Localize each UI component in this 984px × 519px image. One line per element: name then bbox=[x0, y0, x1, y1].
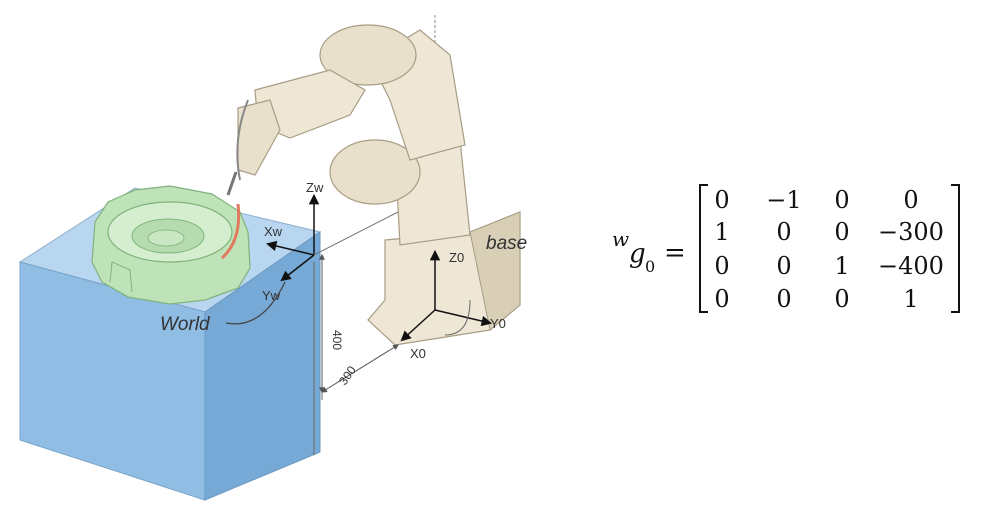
dim-400-label: 400 bbox=[330, 330, 344, 350]
matrix-row-4: 0 0 0 1 bbox=[714, 285, 918, 313]
base-frame: Z0 Y0 X0 base bbox=[400, 233, 527, 361]
matrix-cell: 0 bbox=[834, 285, 849, 313]
matrix-cell: 0 bbox=[714, 252, 729, 280]
matrix-row-1: 0 −1 0 0 bbox=[714, 186, 918, 214]
matrix-row-3: 0 0 1 −400 bbox=[714, 252, 944, 280]
matrix-cell: 0 bbox=[714, 186, 729, 214]
table-block bbox=[18, 187, 322, 501]
matrix-cell: −300 bbox=[878, 218, 944, 246]
eq-lhs-subscript: 0 bbox=[645, 257, 655, 276]
base-label: base bbox=[486, 233, 527, 254]
world-frame: Zw Xw Yw World bbox=[160, 180, 324, 335]
matrix-left-bracket bbox=[699, 184, 708, 313]
world-leader-line bbox=[225, 281, 286, 325]
world-x-axis bbox=[265, 240, 315, 256]
matrix-right-bracket bbox=[951, 184, 960, 313]
robot-base-side bbox=[469, 211, 521, 331]
matrix-cell: 1 bbox=[714, 218, 729, 246]
world-y-label: Yw bbox=[262, 288, 281, 303]
matrix-cell: −400 bbox=[878, 252, 944, 280]
matrix-cell: 0 bbox=[776, 252, 791, 280]
robot-cable bbox=[236, 99, 249, 181]
world-z-label: Zw bbox=[306, 180, 324, 195]
world-label: World bbox=[160, 314, 211, 335]
matrix-row-2: 1 0 0 −300 bbox=[714, 218, 944, 246]
dim-300-line bbox=[320, 344, 400, 393]
robot-shoulder bbox=[329, 139, 421, 205]
base-z-label: Z0 bbox=[449, 250, 464, 265]
base-y-axis bbox=[434, 309, 493, 327]
matrix-cell: 0 bbox=[834, 186, 849, 214]
dim-ext-line bbox=[313, 211, 399, 256]
base-y-label: Y0 bbox=[490, 316, 506, 331]
base-x-label: X0 bbox=[410, 346, 426, 361]
base-rotation-arc bbox=[444, 299, 471, 336]
matrix-cell: 1 bbox=[903, 285, 918, 313]
dim-300-label: 300 bbox=[336, 363, 359, 388]
feeder-bowl-center bbox=[147, 229, 185, 247]
world-x-label: Xw bbox=[264, 224, 283, 239]
matrix-cell: 1 bbox=[834, 252, 849, 280]
scara-robot bbox=[226, 15, 521, 346]
robot-elbow bbox=[319, 24, 417, 86]
world-y-axis bbox=[280, 254, 315, 282]
matrix-cell: −1 bbox=[766, 186, 801, 214]
robot-tool bbox=[226, 171, 238, 196]
matrix-cell: 0 bbox=[903, 186, 918, 214]
feeder-track bbox=[220, 203, 241, 260]
table-side-face bbox=[204, 231, 321, 501]
matrix-cell: 0 bbox=[776, 285, 791, 313]
eq-lhs-superscript: w bbox=[612, 227, 629, 251]
transform-equation: w g 0 = 0 −1 0 0 1 0 0 −300 0 0 1 −400 0… bbox=[612, 184, 960, 313]
matrix-cell: 0 bbox=[776, 218, 791, 246]
matrix-cell: 0 bbox=[714, 285, 729, 313]
eq-lhs-symbol: g bbox=[629, 239, 646, 269]
eq-equals: = bbox=[664, 238, 686, 268]
matrix-cell: 0 bbox=[834, 218, 849, 246]
parts-feeder bbox=[91, 185, 251, 305]
base-x-axis bbox=[400, 309, 436, 342]
feeder-base-detail bbox=[109, 261, 133, 293]
